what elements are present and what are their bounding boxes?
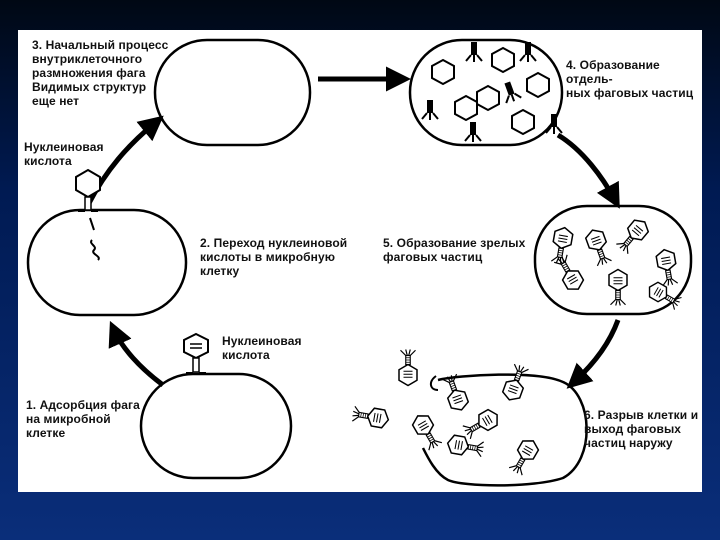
cell-step3 — [153, 38, 312, 147]
label-step3: 3. Начальный процесс внутриклеточного ра… — [32, 38, 169, 108]
phage-adsorbing-step1 — [183, 332, 209, 374]
label-step4: 4. Образование отдель- ных фаговых части… — [566, 58, 694, 100]
injected-nucleic-acid — [89, 217, 100, 261]
cell-step1 — [139, 372, 293, 480]
arrow-5-to-6 — [566, 319, 621, 389]
arrow-4-to-5 — [556, 132, 620, 209]
label-nucleic-acid-bottom: Нуклеиновая кислота — [222, 334, 302, 362]
label-nucleic-acid-top: Нуклеиновая кислота — [24, 140, 104, 168]
label-step2: 2. Переход нуклеиновой кислоты в микробн… — [200, 236, 348, 278]
phage-attached-step2 — [75, 168, 101, 212]
cell-step6-rupture-flap — [430, 375, 439, 391]
label-step6: 6. Разрыв клетки и выход фаговых частиц … — [584, 408, 699, 450]
cell-step2 — [26, 208, 188, 317]
label-step1: 1. Адсорбция фага на микробной клетке — [26, 398, 140, 440]
label-step5: 5. Образование зрелых фаговых частиц — [383, 236, 526, 264]
released-phages-step6 — [350, 348, 542, 478]
arrow-1-to-2 — [108, 320, 165, 388]
phage-cycle-diagram — [26, 38, 693, 487]
slide-background: 3. Начальный процесс внутриклеточного ра… — [18, 30, 702, 492]
cell-step4 — [408, 38, 564, 147]
